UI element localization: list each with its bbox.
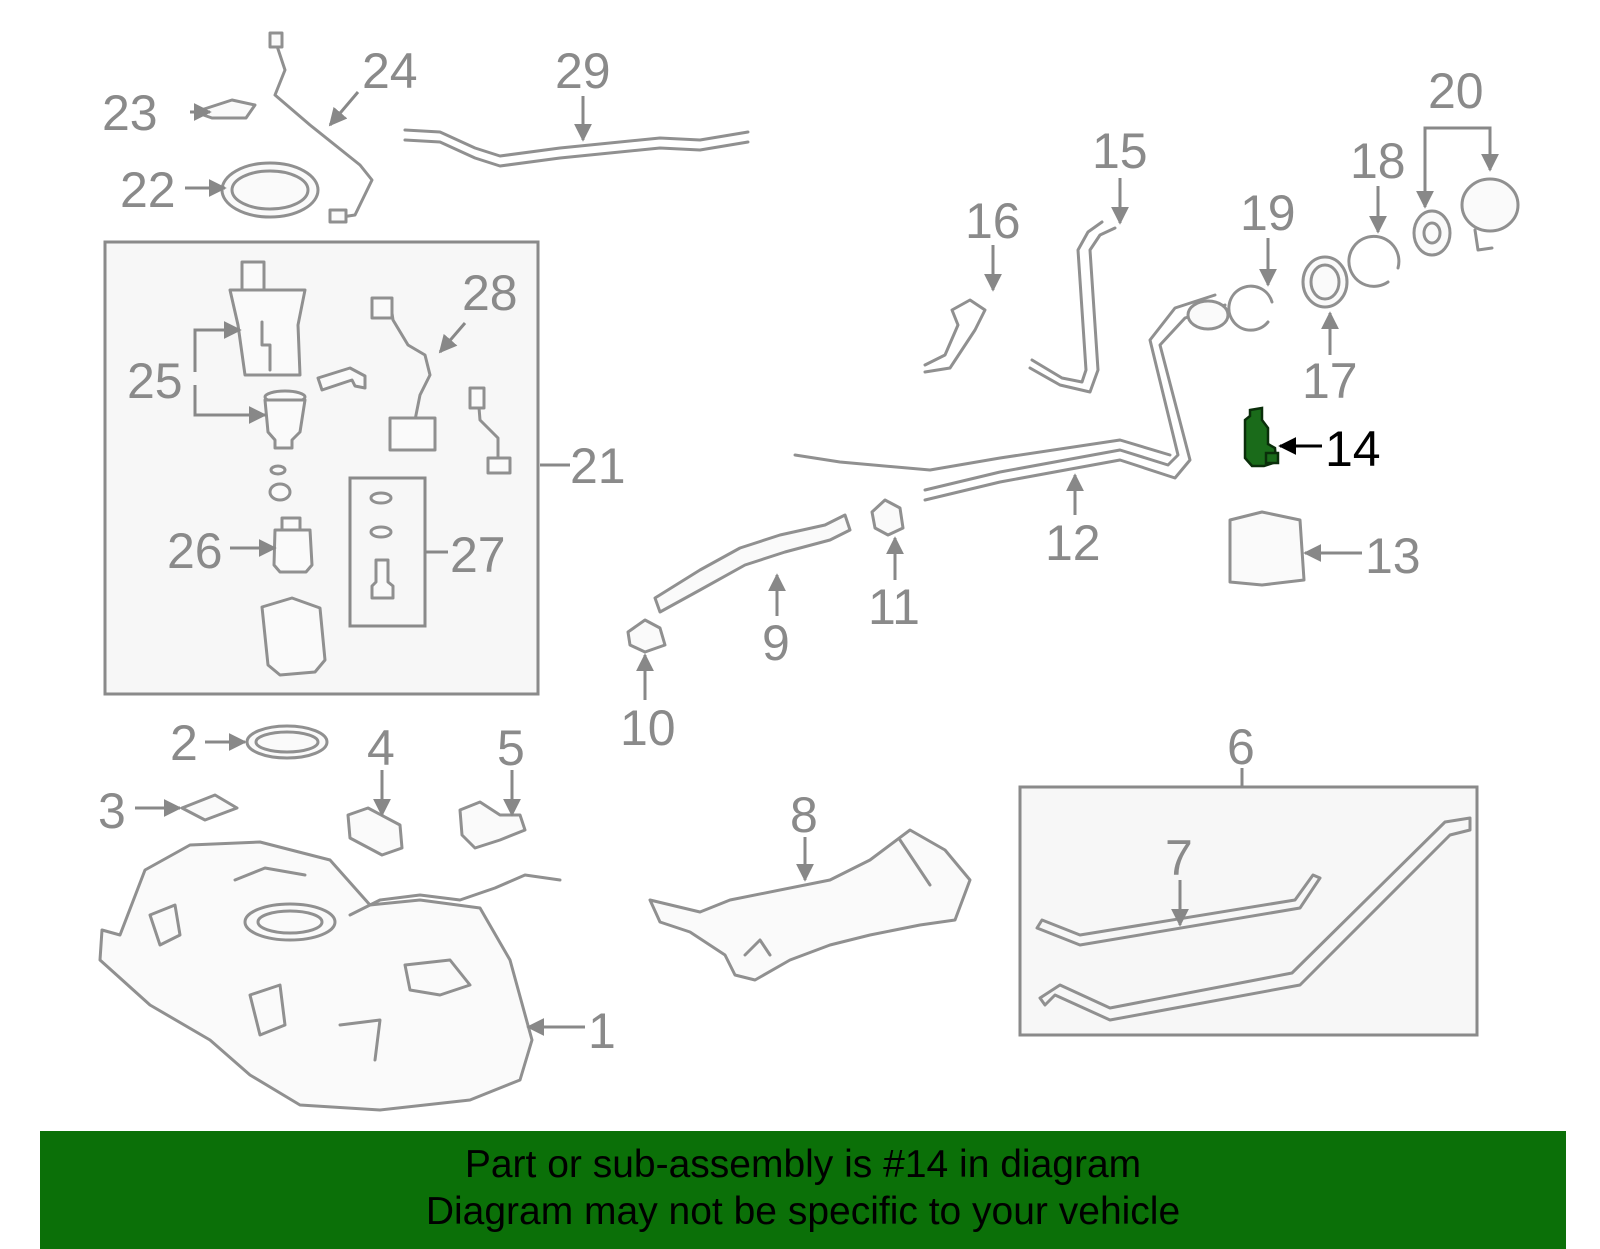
filler-pipe-12 — [923, 303, 1227, 502]
callout-21: 21 — [570, 438, 626, 494]
gasket-17 — [1301, 255, 1349, 309]
bracket-5 — [458, 800, 527, 850]
heat-shield-8 — [648, 828, 972, 982]
callout-18: 18 — [1350, 133, 1406, 189]
callout-25: 25 — [127, 353, 183, 409]
pump-bracket — [316, 366, 367, 392]
hose-29 — [403, 128, 750, 158]
callout-17: 17 — [1302, 353, 1358, 409]
clamp-10 — [626, 618, 667, 654]
callout-3: 3 — [98, 783, 126, 839]
callout-16: 16 — [965, 193, 1021, 249]
info-banner: Part or sub-assembly is #14 in diagram D… — [40, 1131, 1566, 1249]
fuel-pump — [272, 516, 314, 574]
fuel-tank-1 — [98, 840, 534, 1112]
callout-12: 12 — [1045, 515, 1101, 571]
gasket-3 — [180, 793, 239, 822]
callout-11: 11 — [868, 579, 920, 635]
callout-27: 27 — [450, 527, 506, 583]
callout-20: 20 — [1428, 63, 1484, 119]
ring-18 — [1347, 234, 1401, 288]
ring-19 — [1227, 284, 1274, 332]
callout-14-highlighted: 14 — [1325, 421, 1381, 477]
wire-harness-24 — [273, 38, 374, 220]
banner-line-2: Diagram may not be specific to your vehi… — [425, 1190, 1181, 1233]
retainer-ring-22 — [220, 161, 320, 219]
callout-4: 4 — [367, 720, 395, 776]
callout-1: 1 — [588, 1003, 616, 1059]
callout-22: 22 — [120, 162, 176, 218]
callout-29: 29 — [555, 43, 611, 99]
pump-sock — [260, 596, 327, 677]
highlighted-part-14 — [1243, 406, 1280, 468]
callout-24: 24 — [362, 43, 418, 99]
callout-9: 9 — [762, 615, 790, 671]
bracket-4 — [346, 806, 404, 857]
banner-line-1: Part or sub-assembly is #14 in diagram — [464, 1143, 1142, 1186]
pump-filter-cup — [263, 389, 307, 450]
breather-line — [793, 438, 1172, 472]
strap-6-long — [1038, 816, 1472, 1022]
fuel-pump-module-top — [228, 260, 307, 377]
cap-20 — [1412, 177, 1520, 257]
hose-16 — [923, 298, 987, 374]
callout-6: 6 — [1227, 719, 1255, 775]
filler-hose-9 — [653, 513, 852, 614]
gasket-23 — [193, 98, 257, 120]
callout-10: 10 — [620, 700, 676, 756]
callout-28: 28 — [462, 265, 518, 321]
callout-8: 8 — [790, 787, 818, 843]
callout-26: 26 — [167, 523, 223, 579]
tank-sender-line — [348, 873, 562, 917]
shield-13 — [1228, 510, 1306, 587]
callout-2: 2 — [170, 715, 198, 771]
callout-19: 19 — [1240, 185, 1296, 241]
callout-5: 5 — [497, 720, 525, 776]
callout-15: 15 — [1092, 123, 1148, 179]
callout-23: 23 — [102, 85, 158, 141]
clamp-11 — [870, 498, 905, 537]
gasket-2 — [245, 724, 329, 760]
callout-13: 13 — [1365, 528, 1421, 584]
strap-7 — [1035, 873, 1322, 947]
callout-7: 7 — [1165, 830, 1193, 886]
hose-15 — [1028, 226, 1117, 394]
